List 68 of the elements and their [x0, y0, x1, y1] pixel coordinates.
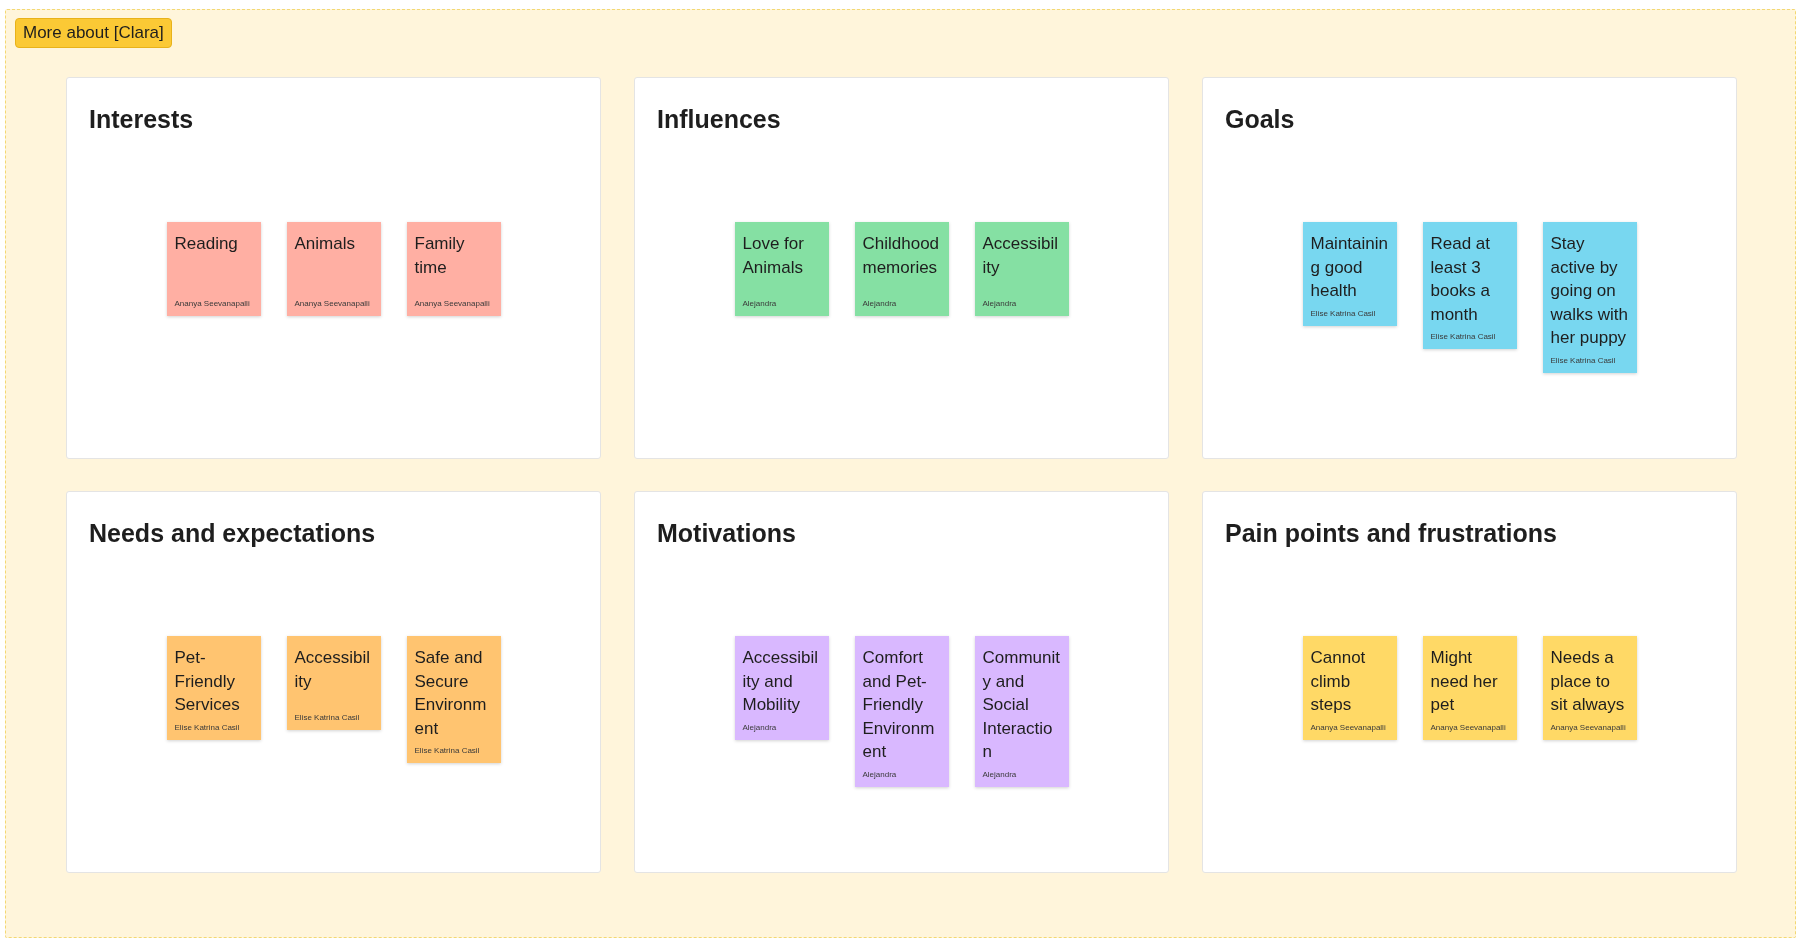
author-name: Elise Katrina Casil — [294, 712, 361, 723]
note-text: Reading — [174, 233, 239, 255]
sticky-note — [166, 222, 261, 316]
author-name: Elise Katrina Casil — [414, 745, 481, 756]
note-text: Cannot climb steps — [1310, 647, 1367, 716]
sticky-note — [1422, 222, 1517, 349]
note-text: Safe and Secure Environment — [414, 647, 488, 740]
sticky-note — [1542, 636, 1637, 740]
note-text: Animals — [294, 233, 356, 255]
note-text: Community and Social Interaction — [982, 647, 1061, 763]
note-text: Accessibility and Mobility — [742, 647, 820, 716]
note-text: Family time — [414, 233, 466, 279]
author-name: Alejandra — [742, 298, 778, 309]
author-name: Ananya Seevanapalli — [1430, 721, 1507, 733]
sticky-note — [854, 636, 949, 787]
note-text: Might need her pet — [1430, 647, 1499, 716]
section-card — [1202, 491, 1737, 873]
note-text: Stay active by going on walks with her puppy — [1550, 233, 1629, 349]
section-heading: Needs and expectations — [89, 518, 376, 548]
sticky-note — [1302, 636, 1397, 740]
author-name: Ananya Seevanapalli — [414, 298, 491, 309]
author-name: Alejandra — [862, 768, 898, 780]
sticky-note — [166, 636, 261, 740]
author-name: Alejandra — [982, 768, 1018, 780]
section-heading: Goals — [1225, 104, 1295, 134]
note-text: Read at least 3 books a month — [1430, 233, 1492, 326]
sticky-note — [734, 636, 829, 740]
sticky-note — [974, 222, 1069, 316]
sticky-note — [286, 222, 381, 316]
note-text: Needs a place to sit always — [1550, 647, 1626, 716]
section-card — [634, 491, 1169, 873]
author-name: Elise Katrina Casil — [1310, 307, 1377, 319]
sticky-note — [1302, 222, 1397, 326]
note-text: Childhood memories — [862, 233, 941, 279]
author-name: Elise Katrina Casil — [1430, 331, 1497, 342]
section-heading: Motivations — [657, 518, 796, 548]
author-name: Ananya Seevanapalli — [294, 298, 371, 309]
sticky-note — [974, 636, 1069, 787]
sticky-note — [406, 636, 501, 763]
board-frame — [5, 9, 1796, 938]
author-name: Ananya Seevanapalli — [1310, 721, 1387, 733]
author-name: Alejandra — [982, 298, 1018, 309]
sticky-note — [854, 222, 949, 316]
author-name: Ananya Seevanapalli — [1550, 721, 1627, 733]
author-name: Alejandra — [862, 298, 898, 309]
section-heading: Interests — [89, 104, 194, 134]
note-text: Pet-Friendly Services — [174, 647, 241, 716]
section-heading: Influences — [657, 104, 781, 134]
note-text: Accessibility — [982, 233, 1060, 279]
author-name: Alejandra — [742, 721, 778, 733]
section-card — [66, 77, 601, 459]
note-text: Accessibility — [294, 647, 372, 693]
sticky-note — [1542, 222, 1637, 373]
sticky-note — [286, 636, 381, 730]
frame-label: More about [Clara] — [15, 18, 172, 48]
section-card — [66, 491, 601, 873]
section-card — [634, 77, 1169, 459]
sticky-note — [734, 222, 829, 316]
author-name: Elise Katrina Casil — [174, 721, 241, 733]
section-heading: Pain points and frustrations — [1225, 518, 1557, 548]
author-name: Ananya Seevanapalli — [174, 298, 251, 309]
section-card — [1202, 77, 1737, 459]
note-text: Comfort and Pet-Friendly Environment — [862, 647, 936, 763]
author-name: Elise Katrina Casil — [1550, 354, 1617, 366]
sticky-note — [1422, 636, 1517, 740]
note-text: Love for Animals — [742, 233, 805, 279]
note-text: Maintaining good health — [1310, 233, 1389, 302]
sticky-note — [406, 222, 501, 316]
